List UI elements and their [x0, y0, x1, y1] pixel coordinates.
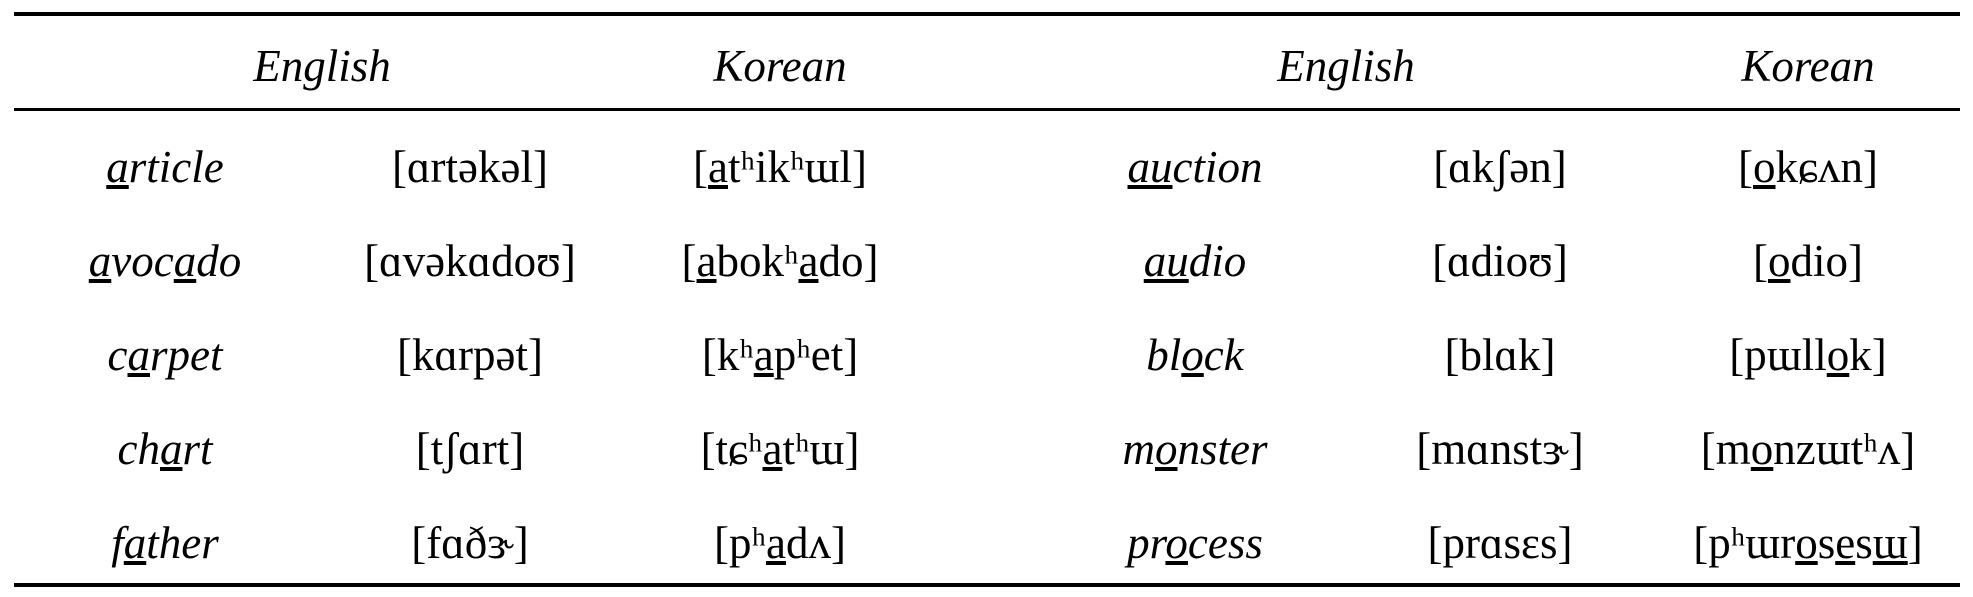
- header-korean-right: Korean: [1741, 41, 1875, 91]
- english-ipa-left: [tʃɑrt]: [415, 424, 525, 474]
- english-word-right: audio: [1143, 236, 1247, 286]
- table-row: avocado [ɑvəkɑdoʊ] [abokʰado] audio [ɑdioʊ] […: [0, 239, 1973, 299]
- english-ipa-right: [prɑsɛs]: [1427, 518, 1573, 568]
- korean-ipa-left: [kʰapʰet]: [701, 330, 859, 380]
- english-ipa-right: [mɑnstɝ]: [1416, 424, 1584, 474]
- english-ipa-left: [ɑrtəkəl]: [392, 142, 548, 192]
- korean-ipa-right: [monzɯtʰʌ]: [1700, 424, 1916, 474]
- table-row: father [fɑðɝ] [pʰadʌ] process [prɑsɛs] [pʰɯro…: [0, 521, 1973, 581]
- english-word-left: carpet: [107, 330, 223, 380]
- korean-ipa-left: [pʰadʌ]: [714, 518, 846, 568]
- korean-ipa-left: [abokʰado]: [681, 236, 879, 286]
- table-top-rule: [14, 12, 1960, 16]
- header-english-left: English: [253, 41, 391, 91]
- english-ipa-left: [kɑrpət]: [397, 330, 543, 380]
- korean-ipa-right: [okɕʌn]: [1738, 142, 1878, 192]
- english-word-right: monster: [1122, 424, 1268, 474]
- table-row: chart [tʃɑrt] [tɕʰatʰɯ] monster [mɑnstɝ] [mon…: [0, 427, 1973, 487]
- english-word-left: avocado: [88, 236, 242, 286]
- korean-ipa-right: [odio]: [1753, 236, 1863, 286]
- korean-ipa-left: [atʰikʰɯl]: [693, 142, 867, 192]
- korean-ipa-left: [tɕʰatʰɯ]: [700, 424, 860, 474]
- korean-ipa-right: [pʰɯrosesɯ]: [1693, 518, 1923, 568]
- table-row: carpet [kɑrpət] [kʰapʰet] block [blɑk] [pɯllo…: [0, 333, 1973, 393]
- table-bottom-rule: [14, 583, 1960, 587]
- english-word-right: process: [1127, 518, 1263, 568]
- header-korean-left: Korean: [713, 41, 847, 91]
- english-word-left: father: [111, 518, 219, 568]
- english-ipa-right: [ɑkʃən]: [1433, 142, 1567, 192]
- header-english-right: English: [1277, 41, 1415, 91]
- header-rule: [14, 108, 1960, 111]
- korean-ipa-right: [pɯllok]: [1729, 330, 1887, 380]
- english-ipa-left: [ɑvəkɑdoʊ]: [364, 236, 576, 286]
- english-word-left: article: [106, 142, 224, 192]
- english-ipa-right: [ɑdioʊ]: [1432, 236, 1568, 286]
- english-word-right: auction: [1127, 142, 1263, 192]
- table-row: article [ɑrtəkəl] [atʰikʰɯl] auction [ɑkʃən]…: [0, 145, 1973, 205]
- english-ipa-left: [fɑðɝ]: [411, 518, 529, 568]
- english-ipa-right: [blɑk]: [1444, 330, 1556, 380]
- english-word-right: block: [1146, 330, 1244, 380]
- english-word-left: chart: [117, 424, 213, 474]
